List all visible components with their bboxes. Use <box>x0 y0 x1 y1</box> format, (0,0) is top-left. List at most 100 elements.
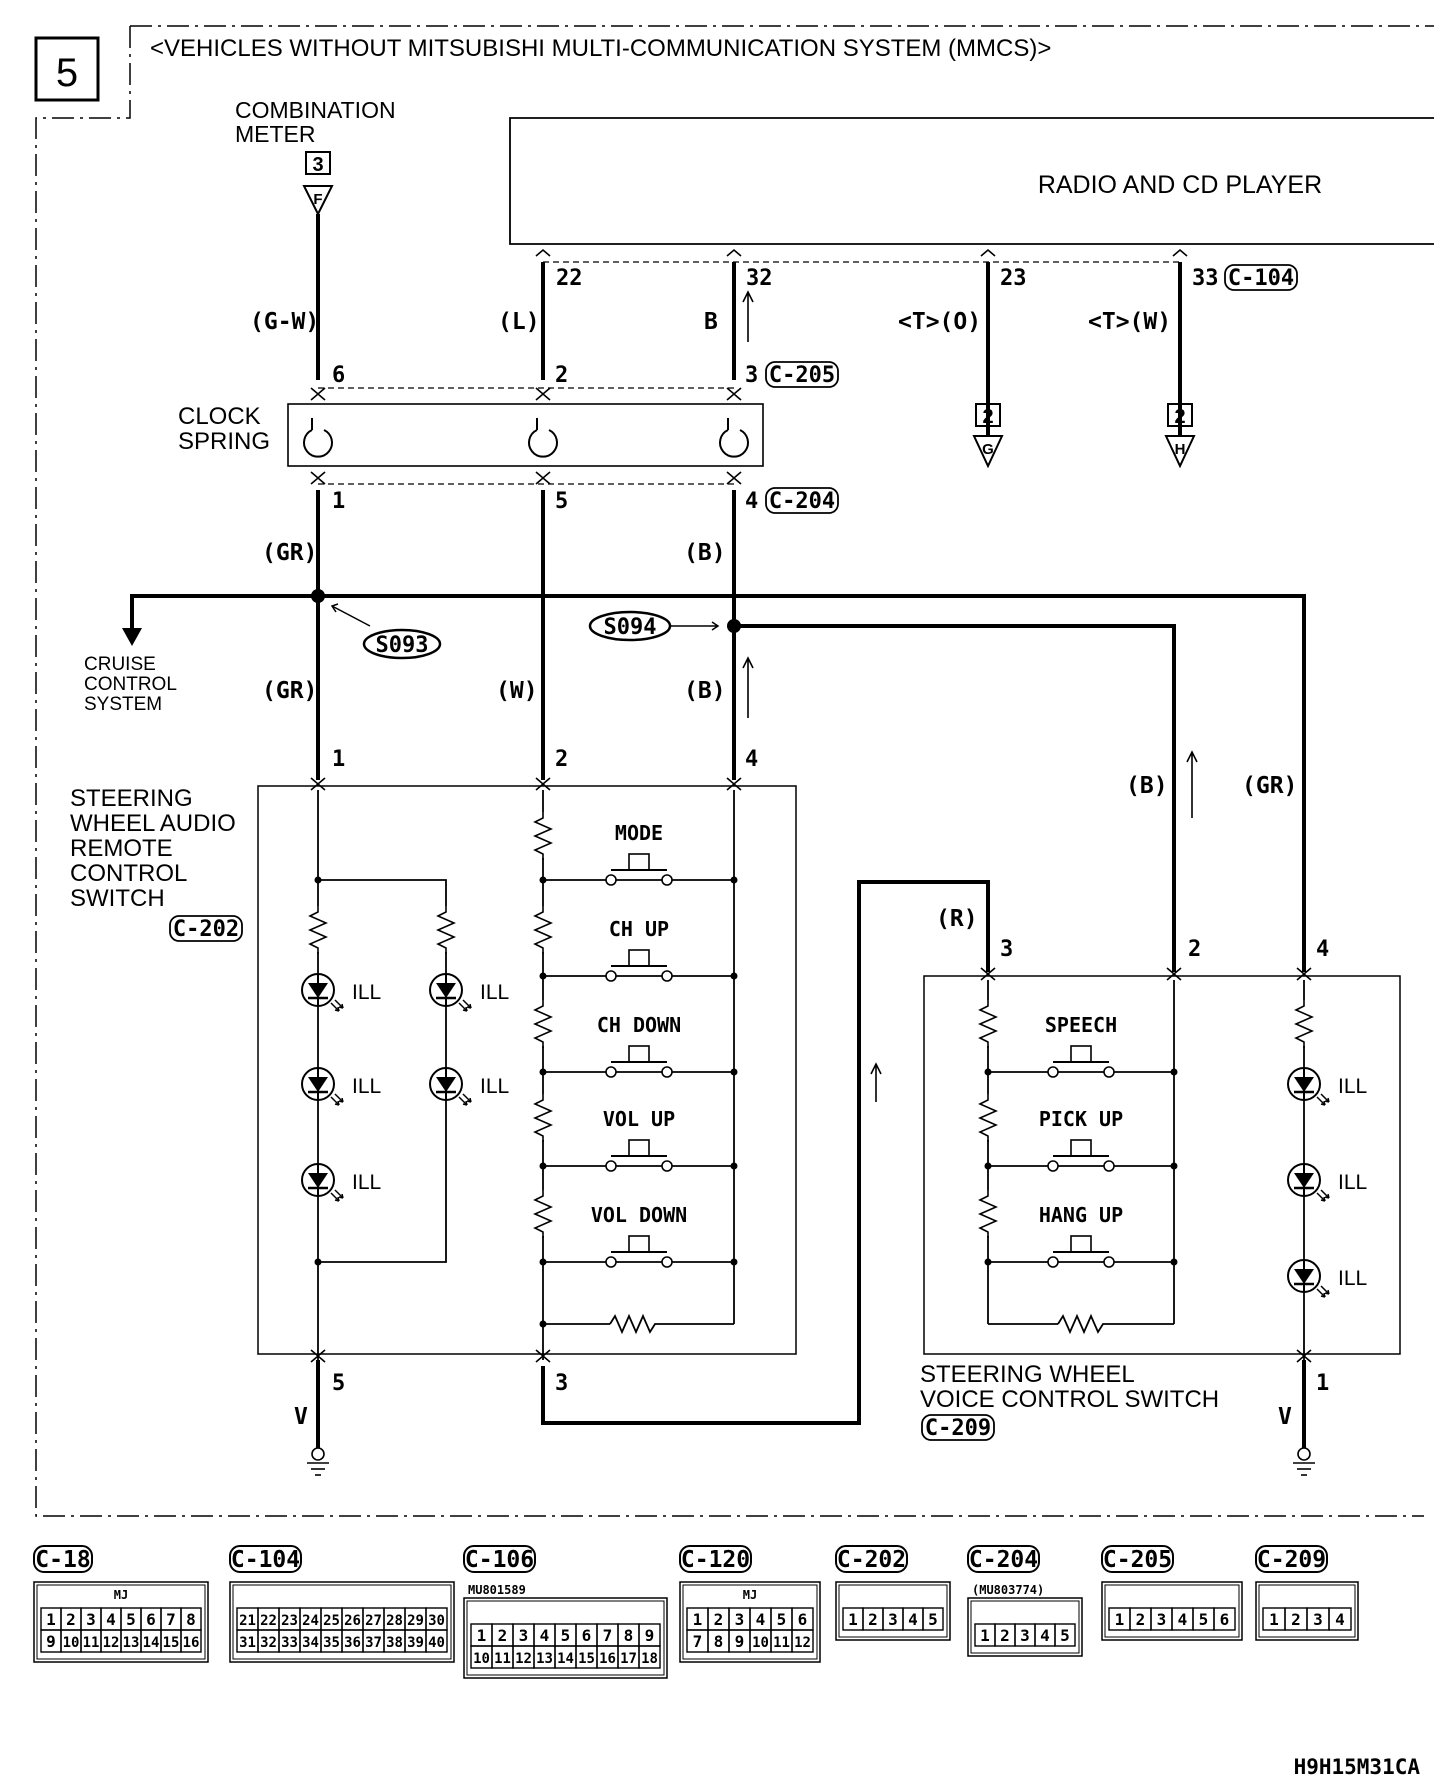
svg-text:1: 1 <box>1316 1371 1329 1396</box>
connector-pin: 1 <box>1269 1610 1279 1629</box>
svg-text:STEERING: STEERING <box>70 785 193 812</box>
audio-remote-switch: STEERING WHEEL AUDIO REMOTE CONTROL SWIT… <box>70 747 797 1396</box>
svg-text:MODE: MODE <box>615 821 663 845</box>
connector-pin: 1 <box>980 1626 990 1645</box>
svg-text:SPEECH: SPEECH <box>1045 1013 1117 1037</box>
connector-pin: 5 <box>1199 1610 1209 1629</box>
svg-text:ILL: ILL <box>480 1075 509 1098</box>
led-icon <box>428 972 473 1013</box>
connector-label: C-18 <box>35 1547 90 1573</box>
connector-pin: 26 <box>344 1613 361 1629</box>
connector-pin: 27 <box>365 1613 382 1629</box>
svg-text:(GR): (GR) <box>262 678 317 704</box>
connector-pin: 4 <box>540 1626 550 1645</box>
svg-text:C-204: C-204 <box>769 489 835 514</box>
connector-pin: 28 <box>386 1613 403 1629</box>
svg-text:CLOCK: CLOCK <box>178 403 261 430</box>
connector-pin: 16 <box>599 1651 616 1667</box>
connector-pin: 4 <box>106 1610 116 1629</box>
svg-text:1: 1 <box>332 747 345 772</box>
svg-text:4: 4 <box>745 489 758 514</box>
svg-text:S094: S094 <box>604 615 657 640</box>
connector-pin: 12 <box>515 1651 532 1667</box>
svg-text:CONTROL: CONTROL <box>70 860 187 887</box>
connector-pin: 5 <box>1060 1626 1070 1645</box>
connector-pin: 3 <box>735 1610 745 1629</box>
svg-text:(B): (B) <box>1126 773 1168 799</box>
ground-icon <box>1292 1447 1316 1476</box>
svg-text:<T>(W): <T>(W) <box>1088 309 1171 335</box>
svg-text:2: 2 <box>1174 406 1185 428</box>
connector-label: C-120 <box>681 1547 750 1573</box>
connector-pin: 36 <box>344 1635 361 1651</box>
connector-pin: 5 <box>928 1610 938 1629</box>
connector-pin: 23 <box>281 1613 298 1629</box>
svg-text:V: V <box>1278 1404 1292 1430</box>
connector-pin: 3 <box>888 1610 898 1629</box>
svg-text:COMBINATION: COMBINATION <box>235 97 396 123</box>
svg-text:1: 1 <box>332 489 345 514</box>
svg-text:3: 3 <box>555 1371 568 1396</box>
connector-pin: 1 <box>46 1610 56 1629</box>
svg-text:STEERING WHEEL: STEERING WHEEL <box>920 1361 1135 1388</box>
connector-pin: 25 <box>323 1613 340 1629</box>
clock-spring: CLOCK SPRING 6 2 3 C-205 1 5 4 C-204 <box>178 361 839 514</box>
svg-text:CRUISE: CRUISE <box>84 654 156 675</box>
connector-pin: 38 <box>386 1635 403 1651</box>
svg-text:VOICE CONTROL SWITCH: VOICE CONTROL SWITCH <box>920 1386 1219 1413</box>
connector-model: MU801589 <box>468 1583 526 1597</box>
connector-pin: 8 <box>714 1632 724 1651</box>
connector-pin: 5 <box>777 1610 787 1629</box>
connector-pin: 3 <box>519 1626 529 1645</box>
connector-pin: 2 <box>66 1610 76 1629</box>
svg-text:C-202: C-202 <box>173 917 239 942</box>
connector-pin: 3 <box>1157 1610 1167 1629</box>
svg-text:(G-W): (G-W) <box>250 309 319 335</box>
connector-pin: 32 <box>260 1635 277 1651</box>
connector-pin: 39 <box>407 1635 424 1651</box>
svg-text:3: 3 <box>1000 937 1013 962</box>
connector-pin: 9 <box>645 1626 655 1645</box>
svg-text:CH UP: CH UP <box>609 917 669 941</box>
connector-pin: 7 <box>603 1626 613 1645</box>
svg-text:(W): (W) <box>496 678 538 704</box>
svg-text:RADIO AND CD PLAYER: RADIO AND CD PLAYER <box>1038 171 1322 199</box>
connector-label: C-204 <box>969 1547 1038 1573</box>
connector-pin: 11 <box>494 1651 511 1667</box>
svg-text:(B): (B) <box>684 678 726 704</box>
connector-pin: 1 <box>693 1610 703 1629</box>
cruise-control-label: CRUISE CONTROL SYSTEM <box>84 654 177 715</box>
svg-text:3: 3 <box>312 154 323 176</box>
connector-label: C-205 <box>1103 1547 1172 1573</box>
connector-pin: 4 <box>756 1610 766 1629</box>
connector-pin: 6 <box>582 1626 592 1645</box>
connector-pin: 1 <box>1115 1610 1125 1629</box>
svg-text:C-104: C-104 <box>1228 266 1294 291</box>
connector-pin: 7 <box>693 1632 703 1651</box>
combination-meter: COMBINATION METER 3 F <box>235 97 396 217</box>
connector-pin: 40 <box>428 1635 445 1651</box>
connector-pin: 8 <box>186 1610 196 1629</box>
connector-pin: 10 <box>63 1635 80 1651</box>
svg-text:ILL: ILL <box>1338 1171 1367 1194</box>
svg-text:4: 4 <box>1316 937 1329 962</box>
connector-pin: 2 <box>714 1610 724 1629</box>
connector-pin: 2 <box>1136 1610 1146 1629</box>
flow-arrows <box>742 290 1198 1102</box>
svg-text:ILL: ILL <box>352 981 381 1004</box>
led-icon <box>1286 1066 1331 1107</box>
connector-pin: 24 <box>302 1613 319 1629</box>
connector-pin: 9 <box>46 1632 56 1651</box>
svg-text:2: 2 <box>1188 937 1201 962</box>
connector-pin: 4 <box>908 1610 918 1629</box>
connector-pin: 6 <box>146 1610 156 1629</box>
svg-text:23: 23 <box>1000 266 1027 291</box>
connector-pin: 12 <box>794 1635 811 1651</box>
svg-text:SWITCH: SWITCH <box>70 885 165 912</box>
voice-control-switch: 3 2 4 1 ILL ILL <box>920 937 1401 1441</box>
connector-pin: 22 <box>260 1613 277 1629</box>
